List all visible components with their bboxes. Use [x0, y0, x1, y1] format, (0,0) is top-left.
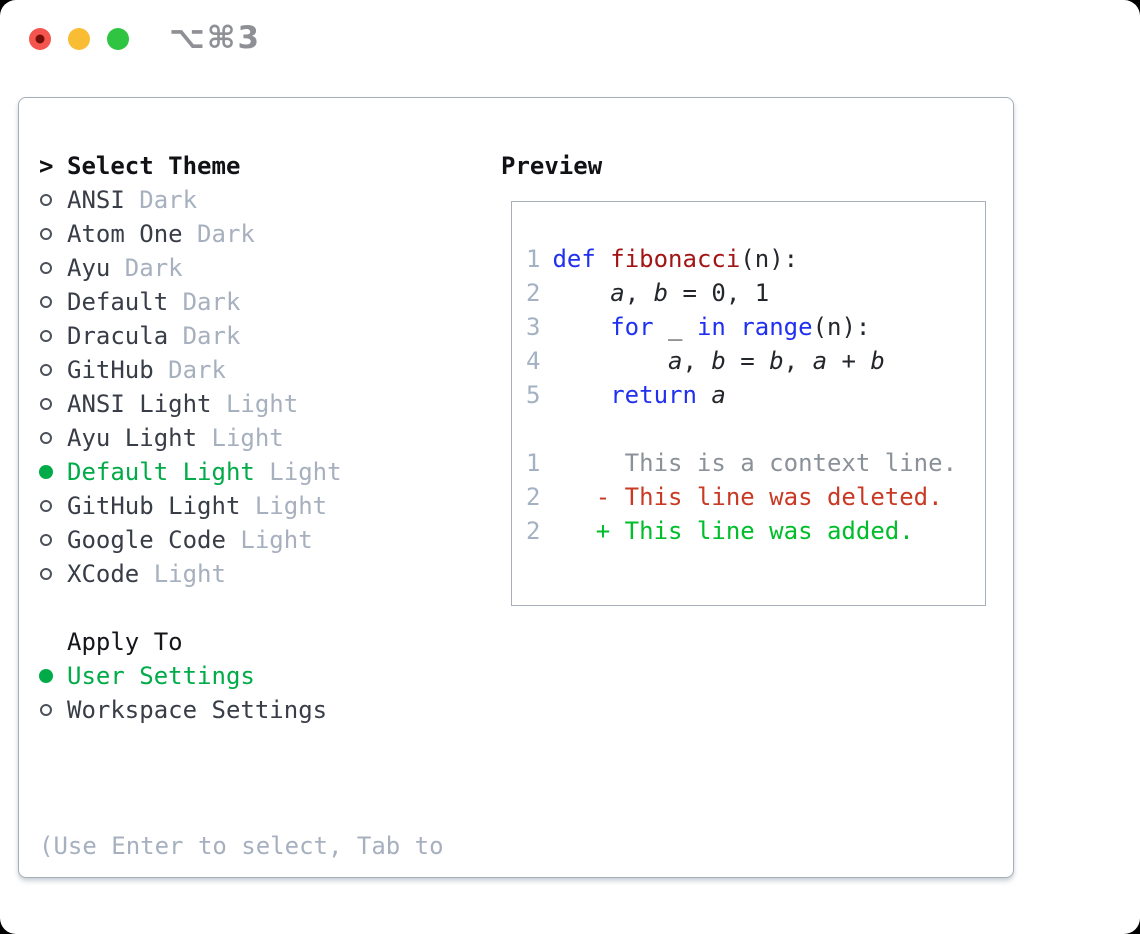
radio-icon: [39, 568, 67, 580]
theme-option-github[interactable]: GitHub Dark: [39, 353, 342, 387]
theme-name: XCode: [67, 560, 140, 588]
traffic-lights: [29, 28, 129, 50]
theme-option-ansi-light[interactable]: ANSI Light Light: [39, 387, 342, 421]
theme-name: Ayu Light: [67, 424, 198, 452]
theme-list-title: Select Theme: [67, 152, 241, 180]
line-number: 2: [526, 483, 541, 511]
theme-name: ANSI: [67, 186, 125, 214]
theme-variant-tag: Light: [139, 560, 226, 588]
line-number: 5: [526, 381, 541, 409]
radio-icon: [39, 398, 67, 410]
theme-option-ayu[interactable]: Ayu Dark: [39, 251, 342, 285]
zoom-button[interactable]: [107, 28, 129, 50]
line-number: 1: [526, 449, 541, 477]
line-number: 3: [526, 313, 541, 341]
radio-icon: [39, 500, 67, 512]
diff-line-deleted: 2 - This line was deleted.: [526, 480, 985, 514]
radio-icon: [39, 194, 67, 206]
theme-variant-tag: Dark: [110, 254, 183, 282]
preview-title: Preview: [501, 152, 603, 180]
theme-option-google-code[interactable]: Google Code Light: [39, 523, 342, 557]
theme-name: GitHub: [67, 356, 154, 384]
radio-icon: [39, 228, 67, 240]
theme-option-dracula[interactable]: Dracula Dark: [39, 319, 342, 353]
theme-name: Default Light: [67, 458, 255, 486]
code-line: 4 a, b = b, a + b: [526, 344, 985, 378]
unsaved-dot-icon: [35, 34, 45, 44]
help-line: (Use Enter to select, Tab to: [39, 832, 444, 860]
theme-option-ayu-light[interactable]: Ayu Light Light: [39, 421, 342, 455]
help-text: (Use Enter to select, Tab to change focu…: [39, 761, 444, 934]
radio-icon: [39, 704, 67, 716]
theme-variant-tag: Dark: [124, 186, 198, 214]
theme-variant-tag: Dark: [168, 288, 241, 316]
diff-line-context: 1 This is a context line.: [526, 446, 985, 480]
theme-name: Atom One: [67, 220, 183, 248]
minimize-button[interactable]: [68, 28, 90, 50]
theme-option-github-light[interactable]: GitHub Light Light: [39, 489, 342, 523]
apply-option-user-settings[interactable]: User Settings: [39, 659, 327, 693]
theme-variant-tag: Light: [254, 458, 342, 486]
line-number: 2: [526, 279, 541, 307]
theme-variant-tag: Light: [240, 492, 328, 520]
theme-variant-tag: Dark: [153, 356, 226, 384]
theme-name: ANSI Light: [67, 390, 212, 418]
radio-icon: [39, 296, 67, 308]
radio-icon: [39, 534, 67, 546]
line-number: 1: [526, 245, 541, 273]
theme-name: GitHub Light: [67, 492, 241, 520]
theme-option-xcode[interactable]: XCode Light: [39, 557, 342, 591]
radio-icon: [39, 330, 67, 342]
apply-option-label: User Settings: [67, 662, 255, 690]
code-line: 3 for _ in range(n):: [526, 310, 985, 344]
apply-to-title: Apply To: [67, 628, 183, 656]
theme-variant-tag: Light: [225, 526, 313, 554]
code-line: 2 a, b = 0, 1: [526, 276, 985, 310]
theme-name: Dracula: [67, 322, 169, 350]
theme-option-default[interactable]: Default Dark: [39, 285, 342, 319]
theme-name: Google Code: [67, 526, 226, 554]
radio-selected-icon: [39, 465, 67, 479]
theme-option-atom-one[interactable]: Atom One Dark: [39, 217, 342, 251]
radio-selected-icon: [39, 669, 67, 683]
close-button[interactable]: [29, 28, 51, 50]
apply-to-header: Apply To: [39, 625, 327, 659]
theme-variant-tag: Light: [211, 390, 299, 418]
radio-icon: [39, 364, 67, 376]
theme-option-default-light[interactable]: Default Light Light: [39, 455, 342, 489]
diff-line-added: 2 + This line was added.: [526, 514, 985, 548]
theme-variant-tag: Light: [197, 424, 284, 452]
apply-option-label: Workspace Settings: [67, 696, 328, 724]
code-line: 5 return a: [526, 378, 985, 412]
theme-variant-tag: Dark: [168, 322, 241, 350]
theme-name: Ayu: [67, 254, 111, 282]
titlebar: ⌥⌘3: [0, 0, 1140, 76]
theme-variant-tag: Dark: [182, 220, 255, 248]
line-number: 2: [526, 517, 541, 545]
apply-option-workspace-settings[interactable]: Workspace Settings: [39, 693, 327, 727]
radio-icon: [39, 262, 67, 274]
theme-option-ansi[interactable]: ANSI Dark: [39, 183, 342, 217]
theme-name: Default: [67, 288, 169, 316]
theme-list-header: > Select Theme: [39, 149, 342, 183]
radio-icon: [39, 432, 67, 444]
focus-prompt-icon: >: [39, 152, 54, 180]
window-shortcut-label: ⌥⌘3: [169, 20, 262, 56]
line-number: 4: [526, 347, 541, 375]
blank-line: [526, 412, 985, 446]
